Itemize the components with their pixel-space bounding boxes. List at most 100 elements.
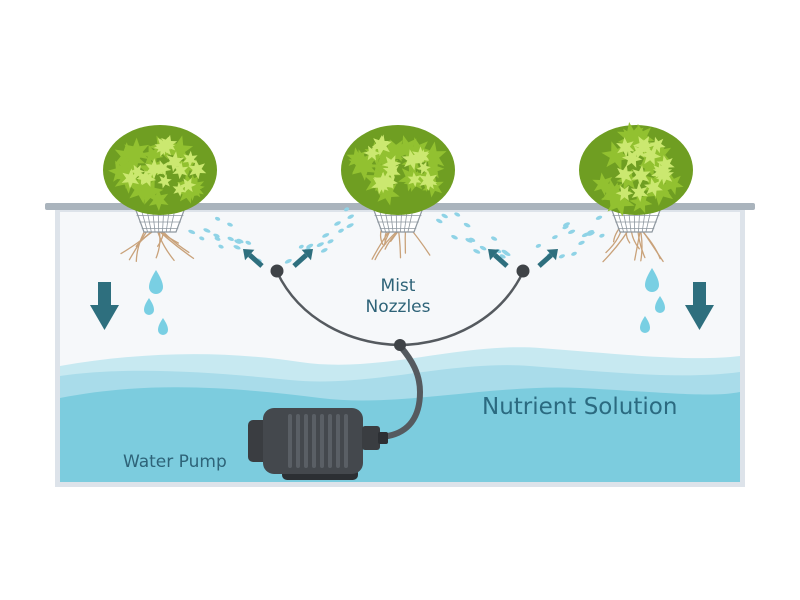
mist-droplet [346,223,354,228]
leaf [600,182,628,210]
mist-droplet [491,236,498,241]
pump-fin [296,414,300,468]
mist-droplet [218,244,224,249]
mist-droplet [463,222,471,228]
leaf [172,161,189,180]
leaf [630,183,649,202]
leaf [164,151,185,172]
mist-nozzle-left [270,264,284,278]
mist-droplet [595,215,603,220]
leaf [629,191,653,214]
mist-droplet [338,228,344,233]
spray-arrow-head [301,249,313,261]
leaf [129,164,145,178]
mist-droplet [227,236,234,242]
mist-droplet [214,236,221,241]
mist-droplet [479,245,487,251]
pump-fin [288,414,292,468]
mist-droplet [578,240,585,246]
leaf [371,135,389,154]
nutrient-water [60,347,740,482]
mist-droplet [558,254,565,259]
leaf [135,178,164,205]
leaf [157,174,172,189]
pump-hose [385,343,424,439]
flow-down-arrow-left [90,282,119,330]
leaf [644,177,663,197]
mist-droplet [234,239,242,244]
leaf [176,154,198,178]
mist-droplet [441,213,448,219]
leaf [351,152,377,181]
mist-droplet [245,240,252,245]
mist-droplet [322,233,330,238]
mist-label-line1: Mist [380,276,416,296]
plants [103,122,693,263]
leaf [418,141,447,172]
leaf [136,170,152,185]
mist-droplet [586,229,594,235]
mist-nozzles-label: Mist Nozzles [352,276,444,318]
mist-droplet [344,207,350,212]
leaf [592,172,614,196]
leaf [631,165,651,186]
spray-direction-arrows [243,249,558,268]
water-drops-right [640,268,665,333]
leaf [121,168,140,189]
leaf [179,177,197,193]
leaf [374,179,400,206]
leaf [382,162,401,181]
plant-foliage [341,125,455,215]
flow-down-arrow-right [685,282,714,330]
pump-fin [344,414,348,468]
mist-droplet [213,233,220,238]
mist-droplet [563,222,570,227]
pump-fin [336,414,340,468]
leaf [346,147,368,170]
leaf [640,145,662,166]
mist-droplet [215,216,221,221]
water-pump-label: Water Pump [123,452,227,472]
mist-droplet [571,251,577,256]
spray-arrow-shaft [248,253,264,268]
spray-arrow-shaft [493,253,509,268]
pump-fin [320,414,324,468]
leaf [616,137,635,158]
plant-foliage [103,125,217,215]
mist-droplet [188,229,196,235]
leaf [188,159,207,180]
plant-foliage [579,122,693,217]
mist-label-line2: Nozzles [365,297,431,317]
leaf [148,188,169,211]
leaf [615,185,634,201]
pump-fin [312,414,316,468]
mist-droplet [599,233,605,238]
mist-droplet [568,229,576,235]
pump-outlet-nozzle [378,432,388,444]
leaf [614,164,635,185]
nutrient-solution-label: Nutrient Solution [482,394,678,420]
mist-droplet [306,243,314,249]
leaf [649,136,666,154]
mist-droplet [451,234,458,240]
left-plant [103,125,217,262]
water-drops-left [144,270,168,335]
leaf [412,146,430,166]
mist-droplet [320,248,328,253]
leaf [377,139,404,168]
mist-droplet [473,249,481,254]
leaf [651,162,673,184]
leaf [407,172,422,188]
spray-arrow-head [546,249,558,261]
leaf [153,136,176,157]
mist-droplet [203,228,211,233]
spray-arrow-head [243,249,255,261]
mist-nozzle-right [516,264,530,278]
center-plant [341,125,455,261]
leaf [144,158,164,180]
pump-cooling-fins [288,414,348,468]
water-pump [248,408,388,480]
leaf [422,176,438,190]
pump-outlet [362,426,380,450]
